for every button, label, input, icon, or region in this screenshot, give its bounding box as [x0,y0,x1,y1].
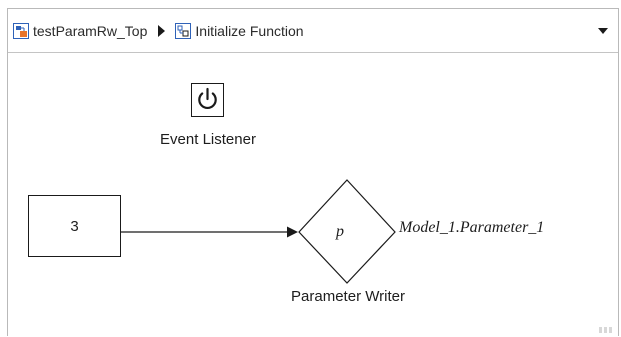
parameter-name-annotation: Model_1.Parameter_1 [399,219,545,236]
breadcrumb-label-top-model: testParamRw_Top [33,22,148,39]
power-icon [198,87,217,109]
subsystem-icon [175,22,192,39]
signal-line[interactable] [8,53,620,337]
parameter-writer-label: Parameter Writer [291,288,405,305]
event-listener-label: Event Listener [160,131,256,148]
chevron-down-icon [598,27,608,34]
resize-grip-icon [599,327,612,333]
breadcrumb-label-initialize-function: Initialize Function [195,22,304,39]
parameter-writer-symbol: p [336,223,344,240]
breadcrumb-item-initialize-function[interactable]: Initialize Function [170,9,304,52]
address-bar: testParamRw_Top Initialize Function [8,9,618,53]
breadcrumb-item-top-model[interactable]: testParamRw_Top [8,9,147,52]
constant-block[interactable]: 3 [28,195,121,257]
breadcrumb-arrow-icon [158,24,166,37]
event-listener-block[interactable] [191,83,224,117]
model-editor-window: testParamRw_Top Initialize Function [7,8,619,336]
model-canvas[interactable]: Event Listener 3 p Model_1.Parameter_1 P… [8,53,618,336]
model-icon [13,22,29,39]
breadcrumb-dropdown-button[interactable] [588,9,618,52]
constant-value: 3 [70,217,79,235]
